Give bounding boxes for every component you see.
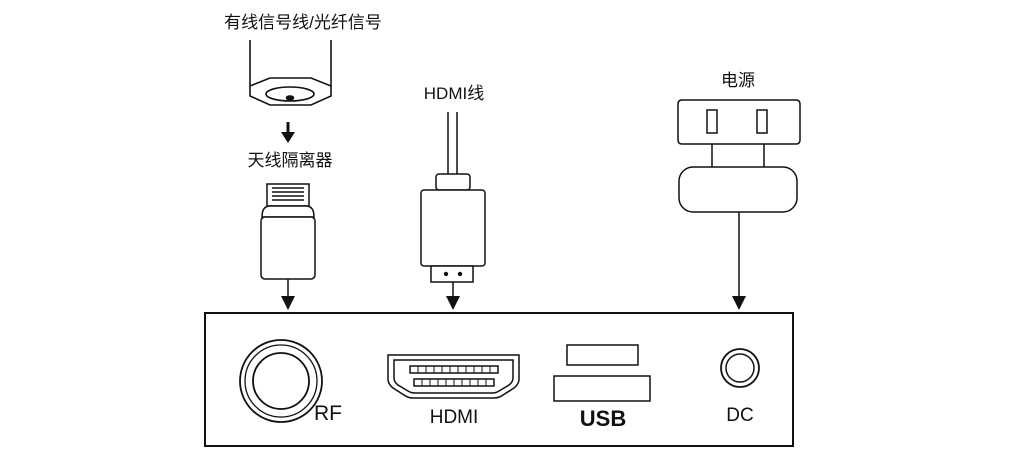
power-plug-icon — [677, 99, 801, 296]
dc-port-icon — [720, 348, 760, 388]
hdmi-port-label: HDMI — [430, 407, 479, 428]
signal-source-label: 有线信号线/光纤信号 — [224, 13, 382, 32]
device-panel — [204, 312, 794, 447]
hdmi-port-pins — [417, 366, 491, 386]
isolator-label: 天线隔离器 — [248, 151, 333, 170]
hdmi-pin-dot — [457, 271, 463, 277]
power-label: 电源 — [721, 71, 755, 90]
coax-connector-icon — [249, 40, 332, 106]
antenna-isolator-icon — [260, 183, 316, 296]
arrow-down-icon — [281, 122, 295, 143]
arrow-to-rf-icon — [281, 296, 295, 310]
hdmi-cable-label: HDMI线 — [424, 84, 484, 103]
rf-port-icon — [239, 339, 323, 423]
hdmi-port-icon — [387, 354, 520, 399]
hdmi-cable-icon — [420, 112, 486, 296]
dc-port-label: DC — [726, 405, 753, 426]
usb-port-label: USB — [580, 406, 626, 431]
arrow-to-dc-icon — [732, 296, 746, 310]
rf-port-label: RF — [314, 402, 342, 425]
hdmi-pin-dot — [443, 271, 449, 277]
usb-port-icon — [553, 344, 651, 402]
arrow-to-hdmi-icon — [446, 296, 460, 310]
